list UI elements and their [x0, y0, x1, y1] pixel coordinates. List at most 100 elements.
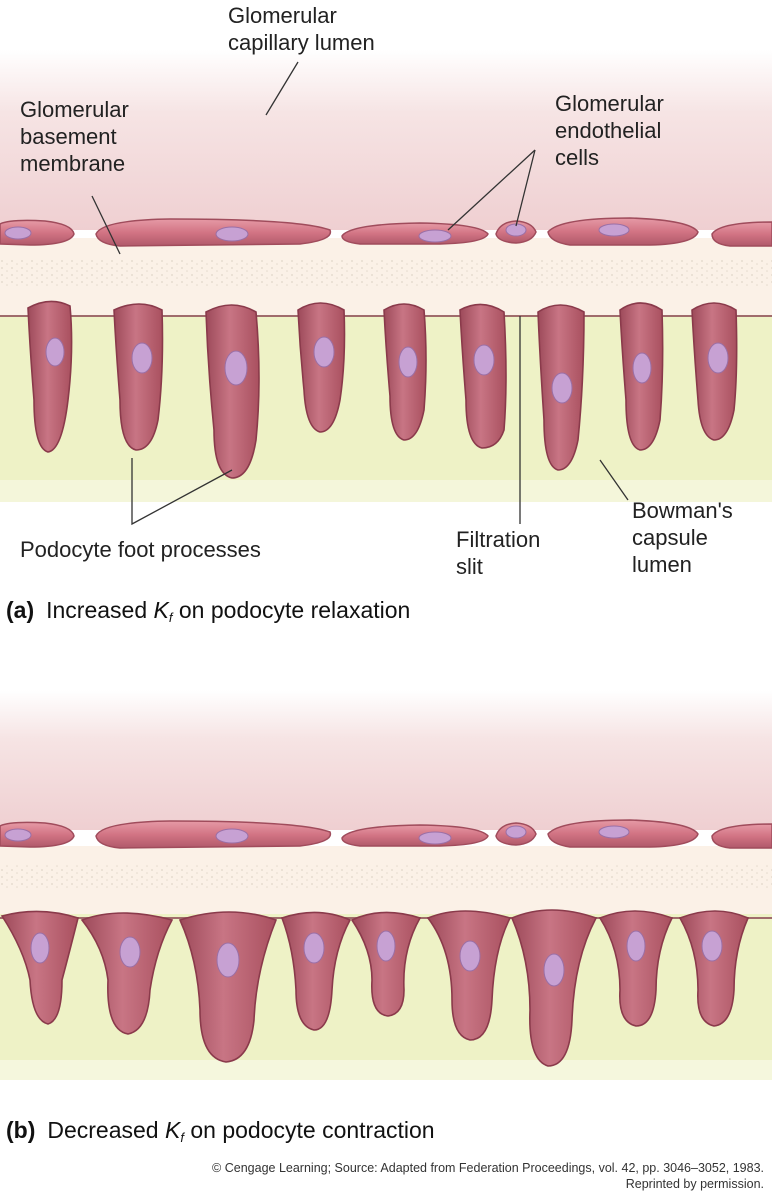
basement-membrane-dots	[0, 258, 772, 286]
podocyte-foot-process	[280, 911, 352, 1031]
panel-a-illustration	[0, 50, 772, 526]
nucleus	[30, 932, 50, 964]
nucleus	[626, 930, 646, 962]
panel-b-illustration	[0, 690, 772, 1090]
caption-a-k: K	[153, 597, 169, 623]
label-basement-membrane-line2: basement	[20, 124, 117, 149]
podocyte-nuclei-b	[30, 930, 723, 987]
caption-a-k-sub: f	[168, 610, 173, 625]
capillary-lumen-region	[0, 50, 772, 230]
credit-line-2: Reprinted by permission.	[625, 1177, 764, 1191]
podocyte-nuclei-a	[45, 336, 729, 404]
caption-b-text-after: on podocyte contraction	[183, 1117, 435, 1143]
nucleus	[473, 344, 495, 376]
nucleus	[215, 828, 249, 844]
podocyte-foot-process	[510, 909, 598, 1067]
nucleus	[131, 342, 153, 374]
nucleus	[632, 352, 652, 384]
nucleus	[398, 346, 418, 378]
endothelial-cell	[711, 221, 772, 247]
podocyte-foot-process	[27, 300, 73, 453]
nucleus	[418, 831, 452, 845]
podocyte-foot-process	[297, 302, 346, 433]
label-filtration-slit: Filtration slit	[456, 526, 540, 580]
leader-lines-a	[91, 61, 629, 526]
nucleus	[45, 337, 65, 367]
nucleus	[4, 828, 32, 842]
endothelial-cell	[711, 823, 772, 849]
caption-panel-a: (a) Increased Kf on podocyte relaxation	[6, 596, 410, 632]
leader-bowman	[599, 459, 629, 501]
nucleus	[598, 223, 630, 237]
podocyte-foot-process	[598, 910, 674, 1027]
endothelial-nuclei	[4, 223, 630, 243]
endothelial-cell	[341, 824, 489, 847]
endothelial-cell-layer-b	[0, 819, 772, 849]
leader-endothelial-2	[515, 149, 536, 227]
podocyte-foot-process	[0, 910, 79, 1025]
leader-podocyte	[131, 458, 233, 526]
label-bowman-lumen: Bowman's capsule lumen	[632, 497, 733, 578]
endothelial-nuclei-b	[4, 825, 630, 845]
podocyte-foot-process	[350, 911, 422, 1017]
endothelial-cell	[341, 222, 489, 245]
label-endothelial-cells-line2: endothelial	[555, 118, 662, 143]
label-endothelial-cells: Glomerular endothelial cells	[555, 90, 664, 171]
leader-basement-membrane	[91, 195, 121, 255]
nucleus	[4, 226, 32, 240]
label-basement-membrane-line3: membrane	[20, 151, 126, 176]
endothelial-cell	[95, 820, 332, 849]
podocyte-foot-process	[426, 910, 512, 1041]
podocyte-foot-process	[178, 911, 278, 1063]
nucleus	[119, 936, 141, 968]
nucleus	[216, 942, 240, 978]
caption-b-k-sub: f	[180, 1130, 184, 1145]
podocyte-foot-process	[459, 303, 507, 449]
podocyte-feet-contracted	[0, 909, 750, 1067]
leader-capillary-lumen	[265, 61, 299, 116]
label-capillary-lumen-line2: capillary lumen	[228, 30, 375, 55]
caption-panel-b: (b) Decreased Kf on podocyte contraction	[6, 1116, 435, 1152]
nucleus	[215, 226, 249, 242]
nucleus	[598, 825, 630, 839]
nucleus	[551, 372, 573, 404]
bowman-lumen-fade	[0, 480, 772, 510]
label-endothelial-cells-line3: cells	[555, 145, 600, 170]
nucleus	[376, 930, 396, 962]
nucleus	[224, 350, 248, 386]
label-capillary-lumen: Glomerular capillary lumen	[228, 2, 375, 56]
label-filtration-slit-line1: Filtration	[456, 527, 541, 552]
nucleus	[418, 229, 452, 243]
label-filtration-slit-line2: slit	[456, 554, 483, 579]
credit-line: © Cengage Learning; Source: Adapted from…	[212, 1160, 764, 1192]
caption-b-letter: (b)	[6, 1117, 36, 1143]
basement-membrane-dots-b	[0, 864, 772, 890]
nucleus	[459, 940, 481, 972]
caption-a-text-before: Increased	[46, 597, 154, 623]
podocyte-foot-process	[205, 304, 260, 479]
label-bowman-lumen-line3: lumen	[632, 552, 692, 577]
podocyte-foot-process	[678, 910, 750, 1027]
label-bowman-lumen-line2: capsule	[632, 525, 708, 550]
caption-a-letter: (a)	[6, 597, 35, 623]
endothelial-cell	[95, 218, 332, 247]
label-endothelial-cells-line1: Glomerular	[555, 91, 664, 116]
endothelial-cell-layer	[0, 217, 772, 247]
label-bowman-lumen-line1: Bowman's	[632, 498, 733, 523]
credit-line-1: © Cengage Learning; Source: Adapted from…	[212, 1161, 764, 1175]
nucleus	[707, 342, 729, 374]
nucleus	[543, 953, 565, 987]
nucleus	[313, 336, 335, 368]
podocyte-foot-process	[80, 912, 174, 1035]
nucleus	[303, 932, 325, 964]
caption-b-text-before: Decreased	[47, 1117, 165, 1143]
leader-endothelial-1	[447, 149, 536, 231]
caption-a-text-after: on podocyte relaxation	[172, 597, 411, 623]
nucleus	[701, 930, 723, 962]
nucleus	[505, 825, 527, 839]
bowman-lumen-fade-b	[0, 1060, 772, 1090]
caption-b-k: K	[165, 1117, 181, 1143]
podocyte-foot-process	[113, 303, 164, 451]
capillary-lumen-region-b	[0, 690, 772, 830]
